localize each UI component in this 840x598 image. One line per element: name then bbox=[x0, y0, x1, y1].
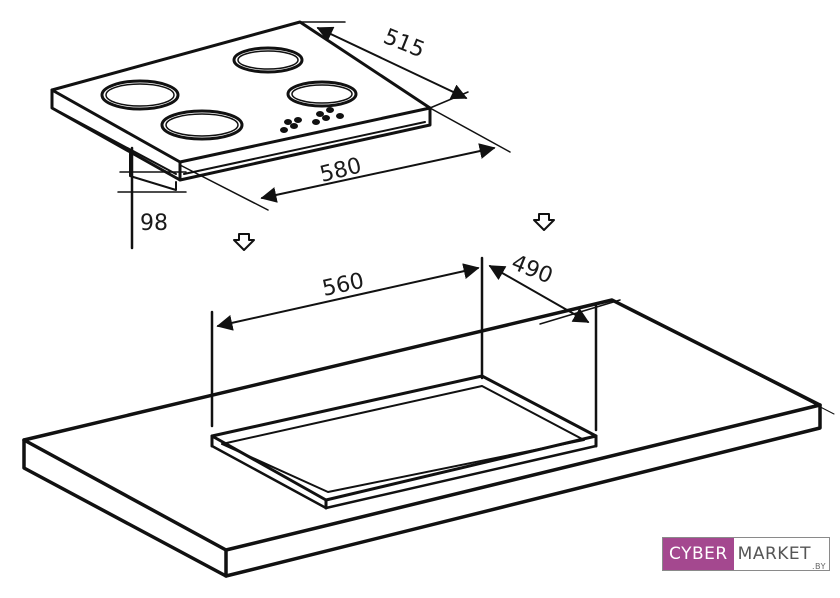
burner-front-icon bbox=[160, 109, 244, 141]
countertop-drawing bbox=[22, 256, 835, 578]
down-arrow-left-icon bbox=[233, 233, 255, 251]
down-arrow-right-icon bbox=[533, 213, 555, 231]
burner-back-icon bbox=[232, 46, 304, 74]
dim-label-98: 98 bbox=[140, 211, 168, 236]
control-knobs-icon bbox=[280, 107, 344, 133]
dim-label-580: 580 bbox=[317, 153, 364, 187]
hob-under-body bbox=[129, 149, 177, 191]
cutout-opening bbox=[210, 374, 598, 502]
burner-left-icon bbox=[100, 79, 180, 111]
dim-label-560: 560 bbox=[320, 269, 366, 302]
logo-right-label: MARKET bbox=[737, 544, 812, 564]
dim-label-490: 490 bbox=[508, 250, 556, 289]
hob-drawing bbox=[50, 20, 511, 250]
countertop-surface bbox=[22, 298, 822, 552]
logo-right-text: MARKET .BY bbox=[734, 538, 829, 571]
logo-suffix: .BY bbox=[812, 562, 826, 571]
dim-label-515: 515 bbox=[380, 24, 428, 63]
brand-logo: CYBER MARKET .BY bbox=[662, 537, 830, 571]
logo-left-text: CYBER bbox=[663, 538, 734, 570]
